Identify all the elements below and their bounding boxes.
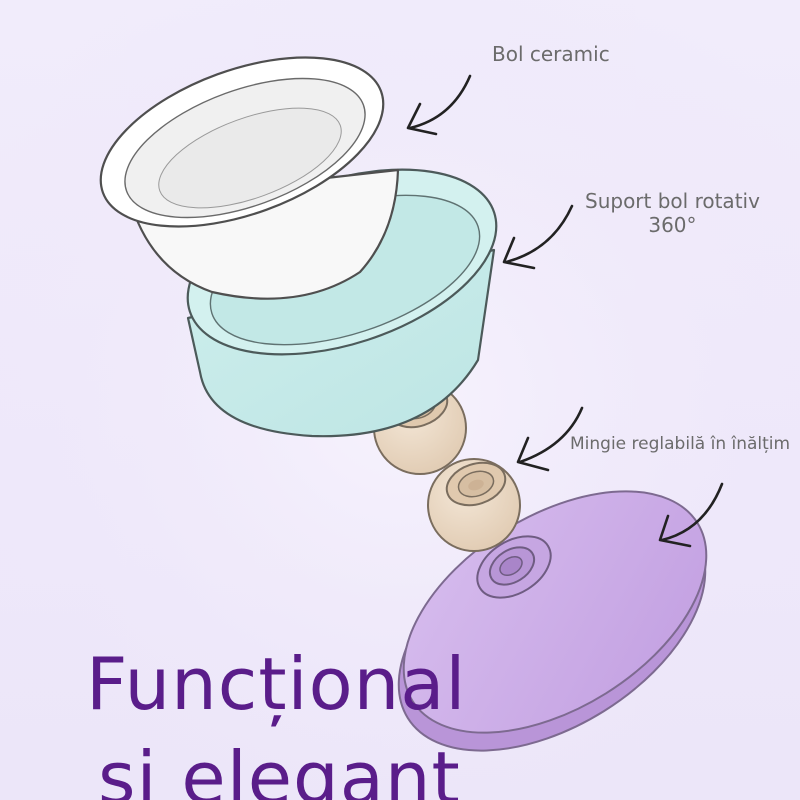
headline-line-2: și elegant	[98, 736, 461, 800]
arrow-to-base-icon	[658, 482, 724, 548]
callout-ceramic-bowl: Bol ceramic	[492, 42, 610, 66]
arrow-to-holder-icon	[502, 204, 574, 270]
arrow-to-bowl-icon	[406, 74, 472, 136]
callout-adjustable-ball: Mingie reglabilă în înălțim	[570, 434, 791, 454]
callout-rotating-holder-line2: 360°	[648, 213, 697, 237]
arrow-to-ball-icon	[516, 406, 584, 472]
adjustable-ball-lower	[427, 458, 521, 552]
headline-line-1: Funcțional	[86, 642, 467, 726]
callout-rotating-holder: Suport bol rotativ 360°	[585, 189, 760, 237]
callout-rotating-holder-line1: Suport bol rotativ	[585, 189, 760, 213]
ceramic-bowl	[99, 56, 400, 300]
